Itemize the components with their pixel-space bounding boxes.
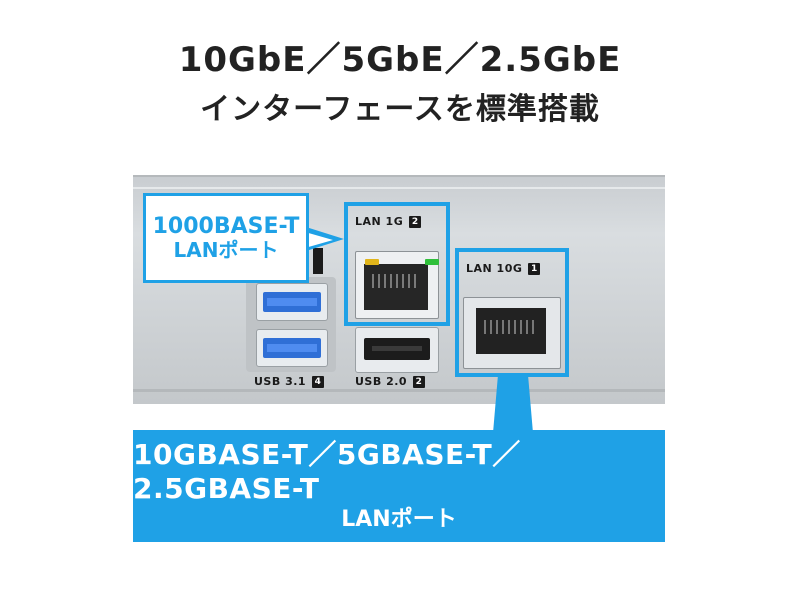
lan1g-label-text: LAN 1G [355, 215, 404, 228]
callout-10gbase-subtitle: LANポート [341, 507, 457, 533]
lan10g-pins [484, 320, 538, 334]
lan1g-label: LAN 1G 2 [355, 215, 422, 228]
usb31-port-stack [246, 277, 336, 372]
lan1g-pins [372, 274, 420, 288]
usb31-label: USB 3.1 4 [254, 375, 325, 388]
callout-10gbase: 10GBASE-T／5GBASE-T／2.5GBASE-T LANポート [133, 430, 665, 542]
usb31-tongue [263, 292, 321, 312]
callout-1000base: 1000BASE-T LANポート [143, 193, 309, 283]
lan1g-highlight-box [344, 202, 450, 326]
callout-1000base-subtitle: LANポート [173, 238, 279, 263]
usb20-tongue [364, 338, 430, 360]
callout-10gbase-title: 10GBASE-T／5GBASE-T／2.5GBASE-T [133, 438, 521, 505]
lan10g-port [463, 297, 561, 369]
usb31-port-top [256, 283, 328, 321]
lan10g-label-text: LAN 10G [466, 262, 523, 275]
usb20-badge: 2 [413, 376, 426, 388]
headline-interface: インターフェースを標準搭載 [200, 92, 600, 127]
headline-speeds: 10GbE／5GbE／2.5GbE [178, 40, 622, 80]
usb31-port-bottom [256, 329, 328, 367]
callout-1000base-title: 1000BASE-T [152, 213, 300, 239]
callout-10gbase-tail [493, 377, 533, 433]
usb31-label-text: USB 3.1 [254, 375, 307, 388]
link-led-yellow [365, 259, 379, 265]
usb20-port [355, 327, 439, 373]
lan1g-badge: 2 [409, 216, 422, 228]
usb20-label: USB 2.0 2 [355, 375, 426, 388]
link-led-green [425, 259, 439, 265]
callout-1000base-tail-inner [305, 232, 333, 248]
lan10g-label: LAN 10G 1 [466, 262, 541, 275]
usb-marker [313, 248, 323, 274]
usb31-badge: 4 [312, 376, 325, 388]
lan10g-highlight-box [455, 248, 569, 377]
usb20-label-text: USB 2.0 [355, 375, 408, 388]
usb31-tongue [263, 338, 321, 358]
lan10g-badge: 1 [528, 263, 541, 275]
